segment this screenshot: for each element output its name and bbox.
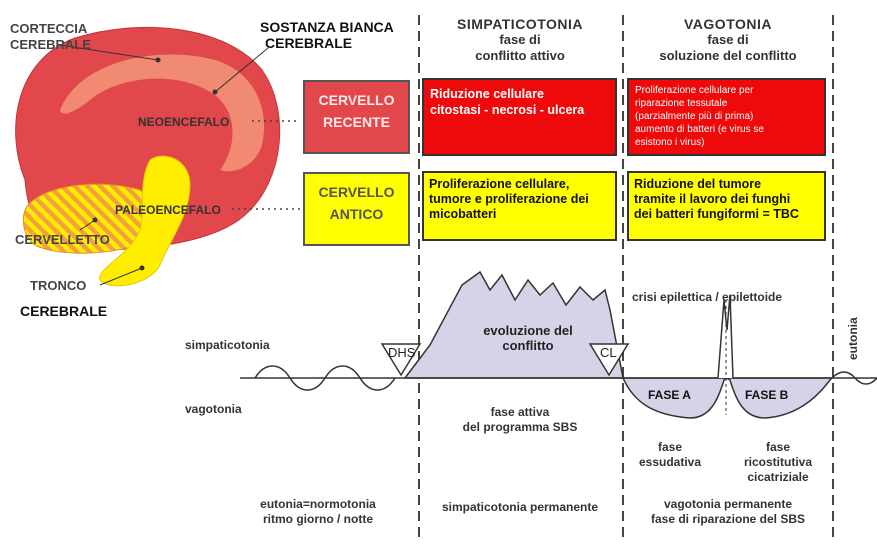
header-simpaticotonia: SIMPATICOTONIA fase di conflitto attivo: [457, 16, 583, 63]
healing-phase-area: [621, 377, 834, 419]
label-neoencefalo: NEOENCEFALO: [138, 115, 230, 129]
footer-simpaticotonia: simpaticotonia permanente: [441, 500, 599, 514]
label-cervelletto: CERVELLETTO: [15, 232, 110, 247]
brain-stem: [99, 155, 191, 287]
label-eutonia: eutonia: [846, 317, 860, 360]
header-vagotonia: VAGOTONIA fase di soluzione del conflitt…: [659, 16, 797, 63]
dhs-marker: [380, 343, 422, 377]
tonus-graph: [240, 270, 877, 419]
eutonia-wave-right: [831, 371, 877, 385]
label-fase-a: FASE A: [648, 388, 691, 402]
white-matter: [60, 54, 265, 172]
dhs-label: DHS: [388, 345, 416, 360]
label-fase-b: FASE B: [745, 388, 789, 402]
cell-antico-active: Proliferazione cellulare,tumore e prolif…: [422, 171, 617, 241]
active-phase-area: [403, 270, 624, 379]
cl-marker: [588, 343, 630, 377]
label-cerebrale: CEREBRALE: [20, 303, 108, 319]
cl-label: CL: [600, 345, 617, 360]
eutonia-wave: [254, 365, 396, 391]
label-vagotonia: vagotonia: [185, 402, 242, 416]
label-simpaticotonia: simpaticotonia: [185, 338, 270, 352]
label-paleoencefalo: PALEOENCEFALO: [115, 203, 221, 217]
brain-illustration: [15, 26, 281, 287]
label-tronco: TRONCO: [30, 278, 87, 293]
label-crisi: crisi epilettica / epilettoide: [632, 290, 783, 304]
